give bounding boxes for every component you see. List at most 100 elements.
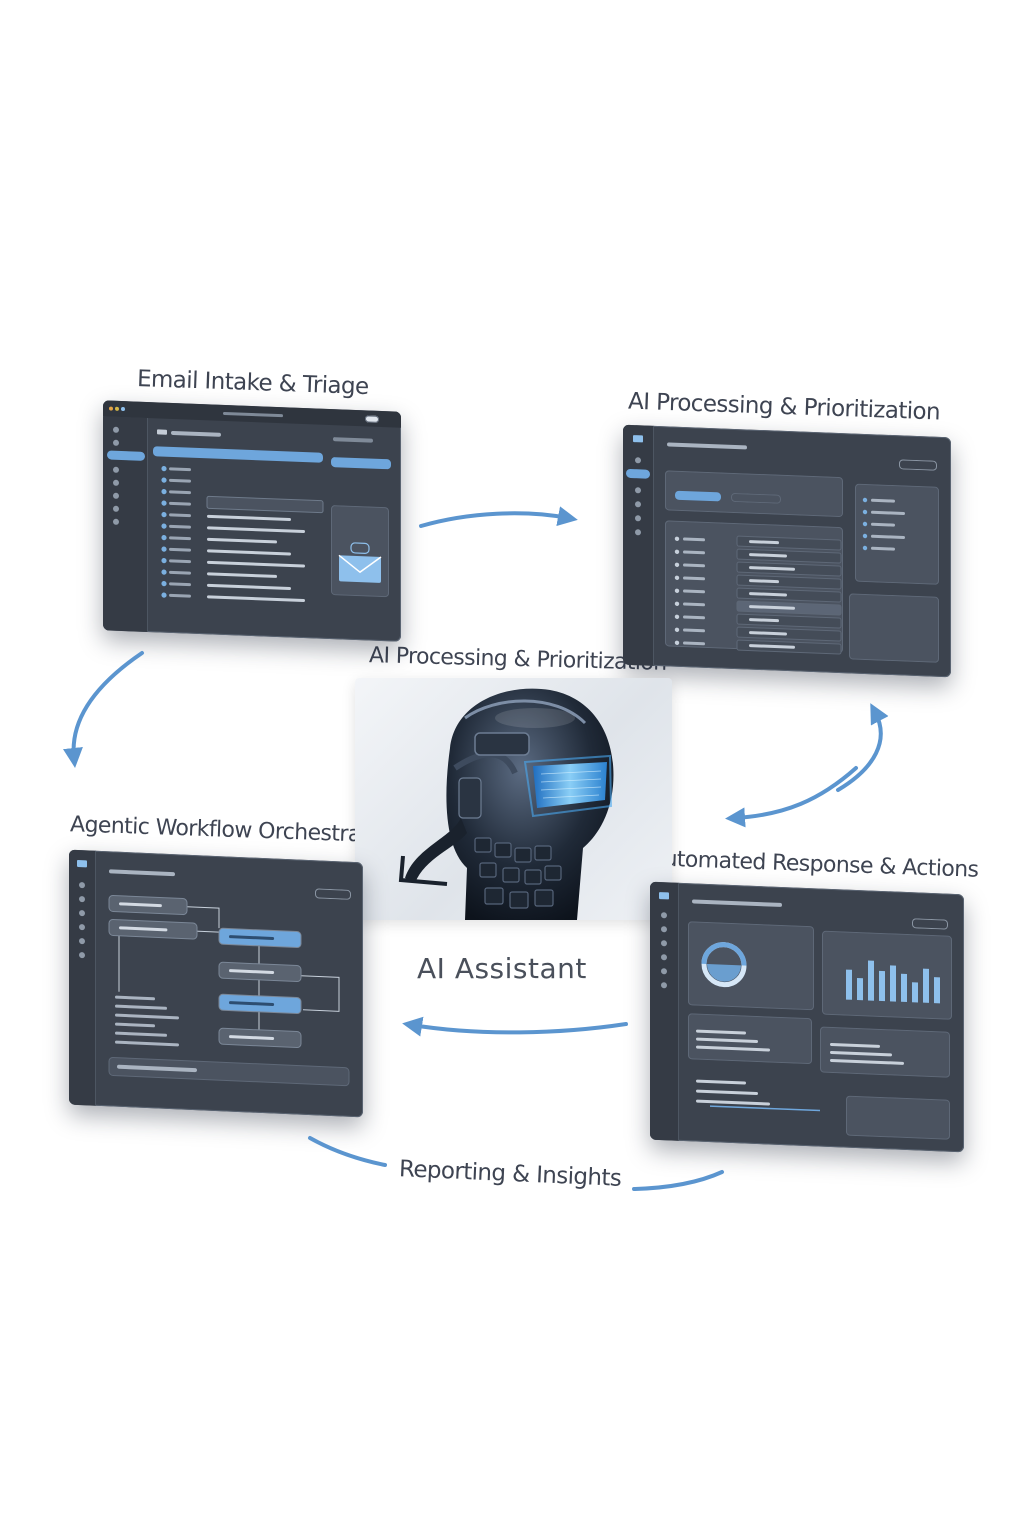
- category-label: [871, 510, 905, 515]
- flow-log-line: [115, 1031, 167, 1037]
- agentic-workflow-panel: [69, 849, 363, 1118]
- flow-log-line: [115, 1022, 155, 1028]
- queue-row-label: [683, 563, 705, 568]
- label-ai-processing: AI Processing & Prioritization: [627, 388, 941, 426]
- email-row-subject: [207, 549, 291, 556]
- email-row-sender: [169, 536, 191, 541]
- bar-chart-bar: [846, 969, 852, 1000]
- response-analytics: [696, 942, 940, 1112]
- flow-log-line: [115, 1004, 167, 1010]
- ai-assistant-card: [355, 678, 672, 920]
- category-dot: [862, 497, 868, 503]
- queue-row-text: [749, 566, 795, 571]
- stat-text-line: [830, 1050, 892, 1057]
- label-reporting-insights: Reporting & Insights: [398, 1156, 622, 1192]
- queue-row-card: [736, 574, 842, 590]
- category-dot: [862, 533, 868, 539]
- arrow-email-to-agentic: [63, 651, 144, 768]
- email-row-sender: [169, 547, 191, 552]
- email-row-dot: [161, 546, 167, 552]
- bar-chart-bar: [912, 982, 918, 1003]
- email-row-dot: [161, 523, 167, 529]
- email-row-subject: [207, 526, 305, 533]
- flow-node-text: [229, 935, 275, 940]
- email-row-sender: [169, 559, 191, 564]
- email-intake-panel: [103, 400, 401, 642]
- email-row-sender: [169, 501, 191, 506]
- stat-text-line: [696, 1079, 746, 1085]
- flow-node-text: [119, 902, 162, 908]
- email-row-dot: [161, 569, 167, 575]
- arrow-reporting-right: [632, 1170, 724, 1191]
- bar-chart-bar: [857, 978, 863, 1001]
- robot-head-illustration: [398, 688, 614, 920]
- queue-row-text: [749, 540, 779, 545]
- queue-row-text: [749, 579, 779, 584]
- queue-row-label: [683, 615, 705, 620]
- queue-row-dot: [674, 536, 680, 541]
- queue-row-dot: [674, 640, 680, 645]
- flow-node-text: [229, 1035, 275, 1040]
- category-label: [871, 534, 905, 539]
- queue-row-dot: [674, 549, 680, 554]
- arrow-response-to-agentic: [402, 1016, 628, 1037]
- bar-chart-bar: [901, 973, 907, 1003]
- email-list: [161, 466, 324, 602]
- ai-processing-panel: [623, 424, 951, 678]
- category-label: [871, 498, 895, 503]
- queue-row-dot: [674, 614, 680, 619]
- email-row-sender: [169, 467, 191, 472]
- email-row-sender: [169, 490, 191, 495]
- email-row-subject: [207, 572, 277, 578]
- queue-row-text: [749, 605, 795, 610]
- email-row-dot: [161, 581, 167, 587]
- category-bar-chart: [846, 960, 940, 1004]
- queue-row-card: [736, 587, 842, 603]
- category-dot: [862, 545, 868, 551]
- email-row-dot: [161, 500, 167, 506]
- queue-row-text: [749, 644, 795, 649]
- email-row-highlight: [206, 495, 324, 514]
- bar-chart-bar: [890, 965, 896, 1002]
- email-row-dot: [161, 466, 167, 472]
- email-row-subject: [207, 583, 291, 590]
- queue-row-text: [749, 631, 787, 636]
- bar-chart-bar: [934, 977, 940, 1004]
- stat-text-line: [830, 1058, 904, 1065]
- arrow-ai-loop-up: [836, 703, 889, 792]
- category-dot: [862, 509, 868, 515]
- label-automated-response: Automated Response & Actions: [648, 846, 979, 883]
- label-ai-assistant: AI Assistant: [417, 952, 587, 985]
- stat-text-line: [696, 1045, 770, 1052]
- queue-row-card: [736, 548, 842, 564]
- category-dot: [862, 521, 868, 527]
- envelope-icon: [338, 542, 382, 583]
- gauge-chart: [701, 942, 747, 988]
- email-row-subject: [207, 560, 305, 568]
- queue-row-label: [683, 641, 705, 646]
- arrow-reporting-left: [308, 1136, 387, 1167]
- category-label: [871, 522, 895, 527]
- bar-chart-bar: [923, 968, 929, 1003]
- email-row-subject: [207, 595, 305, 602]
- queue-row-text: [749, 592, 787, 597]
- queue-row-dot: [674, 627, 680, 632]
- queue-row-card: [736, 626, 842, 642]
- queue-row-text: [749, 553, 787, 558]
- queue-row-dot: [674, 575, 680, 580]
- queue-row-label: [683, 628, 705, 633]
- label-agentic-workflow: Agentic Workflow Orchestration: [69, 812, 401, 849]
- stat-text-line: [696, 1089, 758, 1095]
- arrow-email-to-ai: [419, 506, 578, 528]
- email-row-sender: [169, 570, 191, 575]
- queue-row-label: [683, 576, 705, 581]
- queue-row-dot: [674, 562, 680, 567]
- email-row-dot: [161, 558, 167, 564]
- label-email-intake: Email Intake & Triage: [136, 365, 369, 401]
- flow-log-line: [115, 1040, 179, 1047]
- email-row-dot: [161, 477, 167, 483]
- priority-queue: [674, 497, 905, 655]
- bar-chart-bar: [879, 970, 885, 1002]
- bar-chart-bar: [868, 960, 874, 1001]
- workflow-flowchart: [108, 894, 350, 1087]
